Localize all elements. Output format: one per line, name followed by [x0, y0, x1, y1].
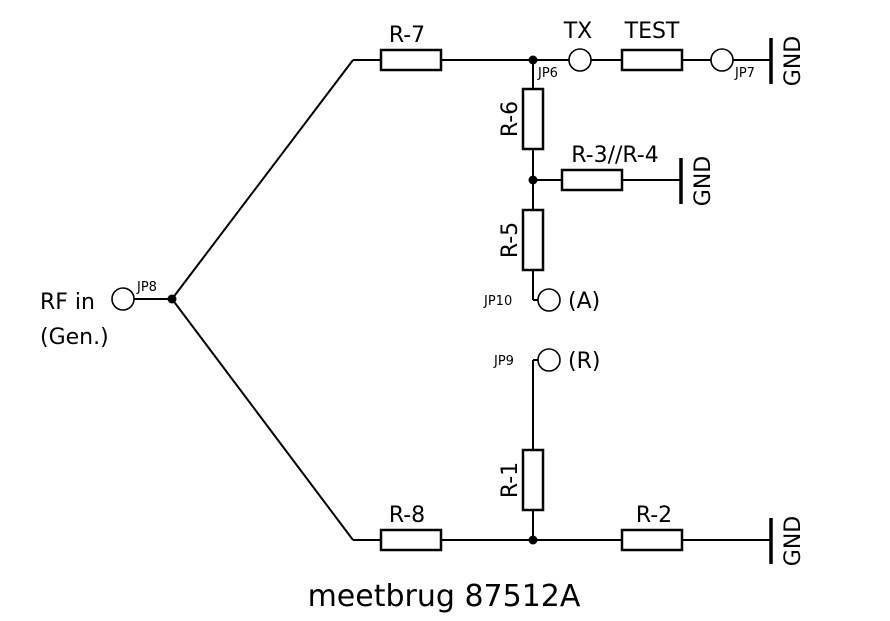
junction-bottom-node: [528, 535, 538, 545]
pad-jp7: [710, 48, 734, 72]
label-a: (A): [568, 289, 600, 314]
resistor-r2: [620, 528, 684, 552]
label-jp8: JP8: [136, 280, 157, 295]
label-r3-r4: R-3//R-4: [571, 143, 658, 168]
resistor-r7: [379, 48, 443, 72]
wire-lower-diagonal: [171, 298, 354, 541]
diagram-title: meetbrug 87512A: [308, 579, 581, 614]
label-gen: (Gen.): [40, 325, 109, 350]
resistor-test: [620, 48, 684, 72]
wires: [134, 59, 771, 541]
resistor-r5: [521, 208, 545, 272]
label-tx: TX: [563, 19, 593, 44]
label-jp7: JP7: [734, 66, 755, 81]
resistor-r1: [521, 448, 545, 512]
label-jp9: JP9: [493, 354, 514, 369]
pad-tx: [568, 48, 592, 72]
junction-mid-node: [528, 175, 538, 185]
label-gnd-top: GND: [781, 36, 806, 86]
label-r: (R): [568, 349, 600, 374]
wire-upper-diagonal: [171, 59, 354, 300]
label-r5: R-5: [498, 222, 523, 258]
label-r7: R-7: [389, 23, 425, 48]
pad-rf-in: [111, 287, 135, 311]
label-gnd-bottom: GND: [781, 516, 806, 566]
pad-a: [537, 288, 561, 312]
resistor-r8: [379, 528, 443, 552]
junction-jp8-node: [167, 294, 177, 304]
resistor-r6: [521, 87, 545, 151]
label-jp10: JP10: [483, 294, 512, 309]
label-r8: R-8: [389, 503, 425, 528]
label-gnd-mid: GND: [691, 156, 716, 206]
pad-r: [537, 348, 561, 372]
resistor-r3-r4: [560, 168, 624, 192]
label-jp6: JP6: [537, 66, 558, 81]
label-rf-in: RF in: [40, 290, 95, 315]
junction-top-node: [528, 55, 538, 65]
label-r2: R-2: [636, 503, 672, 528]
label-r6: R-6: [498, 101, 523, 137]
label-test: TEST: [624, 19, 680, 44]
label-r1: R-1: [498, 462, 523, 498]
